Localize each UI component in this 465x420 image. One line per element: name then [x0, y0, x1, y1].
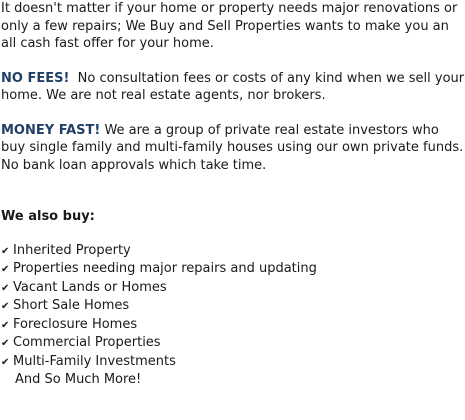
list-item: ✔Inherited Property — [1, 242, 465, 261]
list-item: ✔Short Sale Homes — [1, 297, 465, 316]
check-icon: ✔ — [1, 264, 10, 275]
intro-paragraph: It doesn't matter if your home or proper… — [1, 1, 458, 51]
check-icon: ✔ — [1, 301, 10, 312]
list-item-label: Inherited Property — [13, 242, 131, 258]
money-text: We are a group of private real estate in… — [1, 122, 464, 173]
list-item-label: Properties needing major repairs and upd… — [13, 261, 317, 276]
list-item-label: Multi-Family Investments — [13, 353, 176, 369]
money-paragraph: MONEY FAST! We are a group of private re… — [1, 122, 465, 175]
list-item: ✔Multi-Family Investments — [1, 353, 465, 372]
more-text: And So Much More! — [15, 372, 142, 387]
list-item-label: Vacant Lands or Homes — [13, 279, 167, 295]
check-icon: ✔ — [1, 319, 10, 331]
also-buy-heading: We also buy: — [1, 209, 95, 224]
list-item: ✔Vacant Lands or Homes — [1, 279, 465, 298]
list-item: ✔Properties needing major repairs and up… — [1, 260, 465, 279]
check-icon: ✔ — [1, 338, 10, 349]
fees-paragraph: NO FEES! No consultation fees or costs o… — [1, 70, 465, 105]
buy-list: ✔Inherited Property ✔Properties needing … — [1, 242, 465, 372]
money-lead: MONEY FAST! — [1, 122, 101, 138]
check-icon: ✔ — [1, 356, 10, 368]
list-item-label: Commercial Properties — [13, 335, 161, 350]
fees-text: No consultation fees or costs of any kin… — [1, 70, 465, 104]
fees-lead: NO FEES! — [1, 70, 70, 86]
list-item: ✔Foreclosure Homes — [1, 316, 465, 335]
check-icon: ✔ — [1, 282, 10, 294]
list-item-label: Foreclosure Homes — [13, 316, 138, 332]
check-icon: ✔ — [1, 245, 10, 257]
list-item: ✔Commercial Properties — [1, 334, 465, 353]
list-item-label: Short Sale Homes — [13, 298, 130, 313]
